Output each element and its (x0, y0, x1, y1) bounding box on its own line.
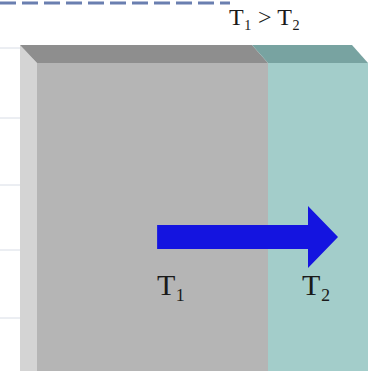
condition-label: T₁ > T₂ (229, 4, 300, 30)
temperature-label: T₁ (157, 268, 186, 301)
cold-top-face (252, 45, 368, 63)
hot-top-face (20, 45, 268, 63)
temperature-label: T₂ (302, 268, 331, 301)
slide-rule (0, 2, 230, 5)
slide-lines (0, 48, 20, 318)
cold-region: T₂ (268, 63, 368, 368)
slab-side-face (20, 45, 37, 371)
hot-region: T₁ (37, 63, 268, 368)
heat-flow-arrow (157, 206, 338, 268)
hot-front-face (37, 63, 268, 371)
